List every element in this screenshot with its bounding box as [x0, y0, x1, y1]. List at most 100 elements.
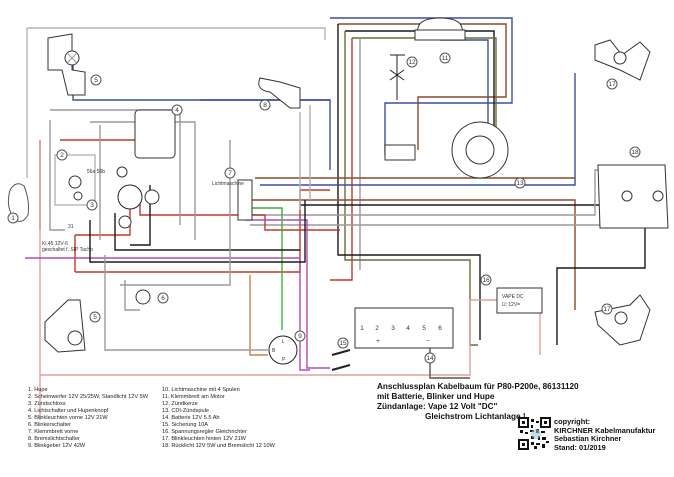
cell-4: 4 — [406, 325, 410, 332]
wire-green — [250, 207, 283, 330]
cell-3: 3 — [391, 325, 395, 332]
component-brake-switch: 8 — [258, 77, 301, 111]
wire-red-vert — [330, 38, 353, 281]
label-5-top: 5 — [94, 77, 98, 84]
wire-gray-8 — [299, 105, 311, 210]
legend-item: 17. Blinkleuchten hinten 12V 21W — [162, 436, 246, 442]
legend-item: 18. Rücklicht 12V 5W und Bremslicht 12 1… — [162, 443, 275, 449]
wire-violet2 — [245, 219, 330, 369]
wire-red-long — [75, 189, 330, 273]
wire-blue-top — [72, 65, 331, 170]
wire-black-right — [300, 185, 616, 206]
terminal-31-label: 31 — [68, 224, 74, 230]
wire-olive-loop — [352, 37, 497, 132]
battery-minus: − — [426, 338, 430, 345]
wire-gray-bottom — [104, 255, 268, 351]
wire-black-center — [114, 185, 300, 251]
legend-item: 10. Lichtmaschine mit 4 Spulen — [162, 387, 240, 393]
battery-plus: + — [376, 338, 380, 345]
legend-item: 1. Hupe — [28, 387, 48, 393]
sip-tacho-label: geschaltet f. SIP Tacho — [42, 247, 93, 253]
component-taillight: 18 — [597, 146, 669, 229]
label-3: 3 — [90, 202, 94, 209]
legend-item: 9. Blinkgeber 12V 42W — [28, 443, 86, 449]
legend-item: 2. Scheinwerfer 12V 25/25W, Standlicht 1… — [28, 394, 149, 400]
terminal-56-label: 56a 56b — [87, 169, 105, 175]
copyright-line: Stand: 01/2019 — [554, 442, 606, 452]
label-13: 13 — [516, 180, 524, 187]
label-7: 7 — [228, 170, 232, 177]
legend-item: 7. Klemmbrett vorne — [28, 429, 79, 435]
component-blinker-front-left-bottom: 5 — [44, 299, 101, 353]
cell-5: 5 — [422, 325, 426, 332]
label-16: 16 — [482, 277, 490, 284]
label-5-bottom: 5 — [93, 314, 97, 321]
label-8: 8 — [263, 102, 267, 109]
vape-label: VAPE DC — [502, 294, 524, 300]
component-blinker-rear-bottom: 17 — [594, 294, 651, 346]
legend-item: 12. Zündkerze — [162, 401, 198, 407]
component-alternator: 13 — [451, 121, 526, 189]
lichtmaschine-label: Lichtmaschine — [212, 181, 244, 187]
label-1: 1 — [11, 215, 15, 222]
copyright-line: copyright: — [554, 417, 591, 426]
wire-olive-vert — [344, 31, 478, 346]
title-line: Anschlussplan Kabelbaum für P80-P200e, 8… — [377, 382, 579, 391]
legend-item: 14. Batterie 12V 5.5 Ah — [162, 415, 220, 421]
cell-1: 1 — [360, 325, 364, 332]
cell-6: 6 — [438, 325, 442, 332]
label-17-top: 17 — [608, 81, 616, 88]
component-terminal-front: 7 Lichtmaschine — [212, 167, 253, 221]
title-line: Gleichstrom Lichtanlage ! — [425, 412, 526, 421]
qr-code-icon — [518, 417, 551, 450]
copyright-line: KIRCHNER Kabelmanufaktur — [554, 425, 656, 435]
flasher-l-label: L — [282, 339, 285, 345]
wire-blue-right — [260, 73, 576, 186]
legend-item: 6. Blinkerschalter — [28, 422, 71, 428]
wire-blue-loop — [330, 17, 513, 155]
cell-2: 2 — [375, 325, 379, 332]
label-9: 9 — [298, 333, 302, 340]
legend-item: 4. Lichtschalter und Hupenknopf — [28, 408, 109, 414]
wire-pink-bottom — [40, 299, 541, 376]
flasher-b-label: B — [272, 348, 276, 354]
component-lamps — [116, 166, 160, 229]
callout-1 — [7, 212, 19, 224]
label-6: 6 — [161, 295, 165, 302]
label-18: 18 — [631, 149, 639, 156]
flasher-p-label: P — [282, 357, 286, 363]
wire-black-center2 — [89, 200, 306, 263]
label-17-bottom: 17 — [603, 306, 611, 313]
wire-harness — [25, 17, 650, 420]
component-terminal-motor: 11 — [414, 17, 466, 64]
component-blinker-front-left-top: 5 — [47, 33, 102, 96]
label-11: 11 — [442, 55, 449, 62]
legend-item: 13. CDI-Zündspule — [162, 408, 209, 414]
component-blinker-rear-top: 17 — [594, 39, 651, 90]
wire-violet — [25, 257, 310, 371]
wire-gray-frame — [27, 27, 326, 40]
vape-voltage-label: U: 12V= — [502, 302, 520, 308]
legend-item: 15. Sicherung 10A — [162, 422, 209, 428]
legend-item: 3. Zündschloss — [28, 401, 66, 407]
label-4: 4 — [175, 107, 179, 114]
legend-left: 1. Hupe 2. Scheinwerfer 12V 25/25W, Stan… — [28, 387, 148, 450]
title-line: Zündanlage: Vape 12 Volt "DC" — [377, 402, 498, 411]
legend-right: 10. Lichtmaschine mit 4 Spulen 11. Klemm… — [162, 387, 275, 450]
component-spark-plug: 12 — [389, 54, 418, 100]
diagram-title: Anschlussplan Kabelbaum für P80-P200e, 8… — [377, 382, 579, 422]
wire-gray-left — [49, 120, 65, 231]
copyright-line: Sebastian Kirchner — [554, 434, 622, 444]
legend-item: 16. Spannungsregler Gleichrichter — [162, 429, 247, 435]
wire-black-loop — [345, 30, 495, 130]
component-headlight: 2 56a 56b — [54, 149, 105, 206]
component-blinker-switch: 6 — [135, 289, 169, 305]
kl45-label: Kl.45 12V-6 — [42, 241, 68, 247]
label-14: 14 — [426, 355, 434, 362]
component-cdi — [384, 144, 416, 161]
component-fuses: 15 — [331, 337, 351, 371]
label-15-fuse: 15 — [339, 340, 347, 347]
wire-black-batt — [429, 345, 470, 379]
label-12: 12 — [408, 59, 416, 66]
title-line: mit Batterie, Blinker und Hupe — [377, 392, 495, 401]
